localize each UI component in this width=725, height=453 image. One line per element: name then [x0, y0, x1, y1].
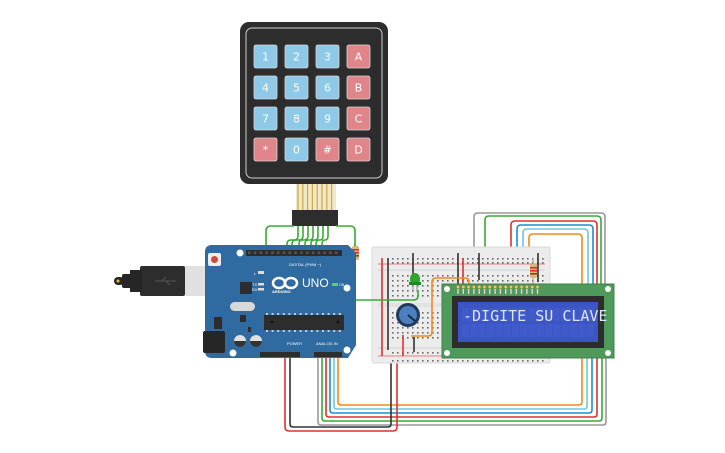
key-label: A	[355, 51, 363, 64]
power-header	[260, 352, 300, 357]
wire-keypad-2[interactable]	[286, 226, 299, 252]
wire-keypad-3[interactable]	[291, 226, 304, 252]
wire-red-5v[interactable]	[284, 345, 398, 432]
lcd-module[interactable]: -DIGITE SU CLAVE	[441, 283, 615, 359]
keypad-key-3[interactable]: 3	[315, 44, 340, 69]
wire-red-lcd[interactable]	[325, 330, 598, 418]
keypad-key-5[interactable]: 5	[284, 75, 309, 100]
keypad-connector	[292, 210, 338, 226]
keypad-key-7[interactable]: 7	[253, 106, 278, 131]
lcd-top-wires	[473, 212, 606, 288]
lcd-cell-grid	[462, 308, 594, 337]
keypad-key-B[interactable]: B	[346, 75, 371, 100]
key-label: B	[355, 82, 363, 95]
key-label: 3	[324, 51, 331, 64]
key-label: 2	[293, 51, 300, 64]
keypad-key-C[interactable]: C	[346, 106, 371, 131]
key-label: 4	[262, 82, 269, 95]
key-label: 9	[324, 113, 331, 126]
keypad-key-0[interactable]: 0	[284, 137, 309, 162]
wire-green-lcd[interactable]	[321, 330, 603, 422]
wire-keypad-1[interactable]	[265, 225, 294, 252]
wire-keypad-4[interactable]	[298, 226, 309, 252]
keypad-key-1[interactable]: 1	[253, 44, 278, 69]
wire-orange-top[interactable]	[528, 233, 583, 288]
key-label: 5	[293, 82, 300, 95]
key-label: 6	[324, 82, 331, 95]
model-label: UNO	[302, 276, 329, 290]
keypad-key-#[interactable]: #	[315, 137, 340, 162]
digital-label: DIGITAL (PWM ~)	[289, 262, 322, 267]
wire-black-gnd[interactable]	[289, 340, 392, 428]
lcd-line-1: -DIGITE SU CLAVE	[463, 307, 608, 325]
wire-red-top[interactable]	[510, 220, 598, 288]
arduino-logo-icon	[271, 276, 299, 290]
l-led-label: L	[254, 271, 257, 276]
analog-label: ANALOG IN	[316, 341, 338, 346]
wire-green-top[interactable]	[484, 215, 602, 288]
wire-lightblue-top[interactable]	[522, 228, 589, 288]
bb-wire-green-led[interactable]	[355, 290, 419, 301]
rx-label: RX	[252, 287, 258, 292]
wire-keypad-resistor[interactable]	[336, 225, 356, 246]
wire-gray-lcd[interactable]	[317, 330, 607, 426]
wire-blue-top[interactable]	[516, 224, 594, 288]
wire-keypad-5[interactable]	[304, 226, 314, 252]
lcd-pin-header	[456, 285, 540, 294]
digital-header	[246, 250, 342, 256]
usb-icon	[155, 276, 176, 286]
key-label: #	[323, 144, 332, 157]
wire-lightblue-lcd[interactable]	[333, 330, 588, 410]
key-label: 1	[262, 51, 269, 64]
resistor-backlight[interactable]	[530, 258, 537, 286]
keypad-key-4[interactable]: 4	[253, 75, 278, 100]
keypad-key-6[interactable]: 6	[315, 75, 340, 100]
lcd-wire-bundle	[284, 330, 607, 432]
brand-label: ARDUINO	[272, 289, 291, 294]
wire-keypad-7[interactable]	[315, 226, 324, 252]
key-label: *	[263, 144, 269, 157]
keypad-4x4[interactable]: 1 2 3 A 4 5 6 B 7 8 9 C * 0 # D	[240, 22, 388, 184]
key-label: 8	[293, 113, 300, 126]
arduino-uno[interactable]: DIGITAL (PWM ~) ARDUINO UNO L TX RX ON	[203, 245, 356, 358]
tx-label: TX	[252, 282, 257, 287]
on-label: ON	[339, 283, 345, 287]
wire-keypad-6[interactable]	[310, 226, 319, 252]
wire-orange-lcd[interactable]	[337, 330, 583, 406]
keypad-key-2[interactable]: 2	[284, 44, 309, 69]
keypad-key-9[interactable]: 9	[315, 106, 340, 131]
keypad-key-*[interactable]: *	[253, 137, 278, 162]
potentiometer[interactable]	[396, 303, 420, 327]
power-label: POWER	[287, 341, 302, 346]
usb-cable[interactable]	[114, 266, 208, 296]
analog-header	[314, 352, 342, 357]
bb-wire-orange-contrast[interactable]	[411, 277, 470, 337]
keypad-key-A[interactable]: A	[346, 44, 371, 69]
key-label: D	[354, 144, 362, 157]
keypad-key-8[interactable]: 8	[284, 106, 309, 131]
led-green[interactable]	[409, 273, 421, 292]
key-label: 7	[262, 113, 269, 126]
wire-blue-lcd[interactable]	[329, 330, 593, 414]
key-label: 0	[293, 144, 300, 157]
wire-keypad-8[interactable]	[321, 226, 329, 252]
keypad-ribbon	[292, 183, 338, 226]
keypad-key-D[interactable]: D	[346, 137, 371, 162]
atmega-chip	[264, 315, 344, 330]
key-label: C	[355, 113, 363, 126]
wire-gray-top[interactable]	[473, 212, 606, 288]
keypad-wires	[265, 225, 356, 252]
